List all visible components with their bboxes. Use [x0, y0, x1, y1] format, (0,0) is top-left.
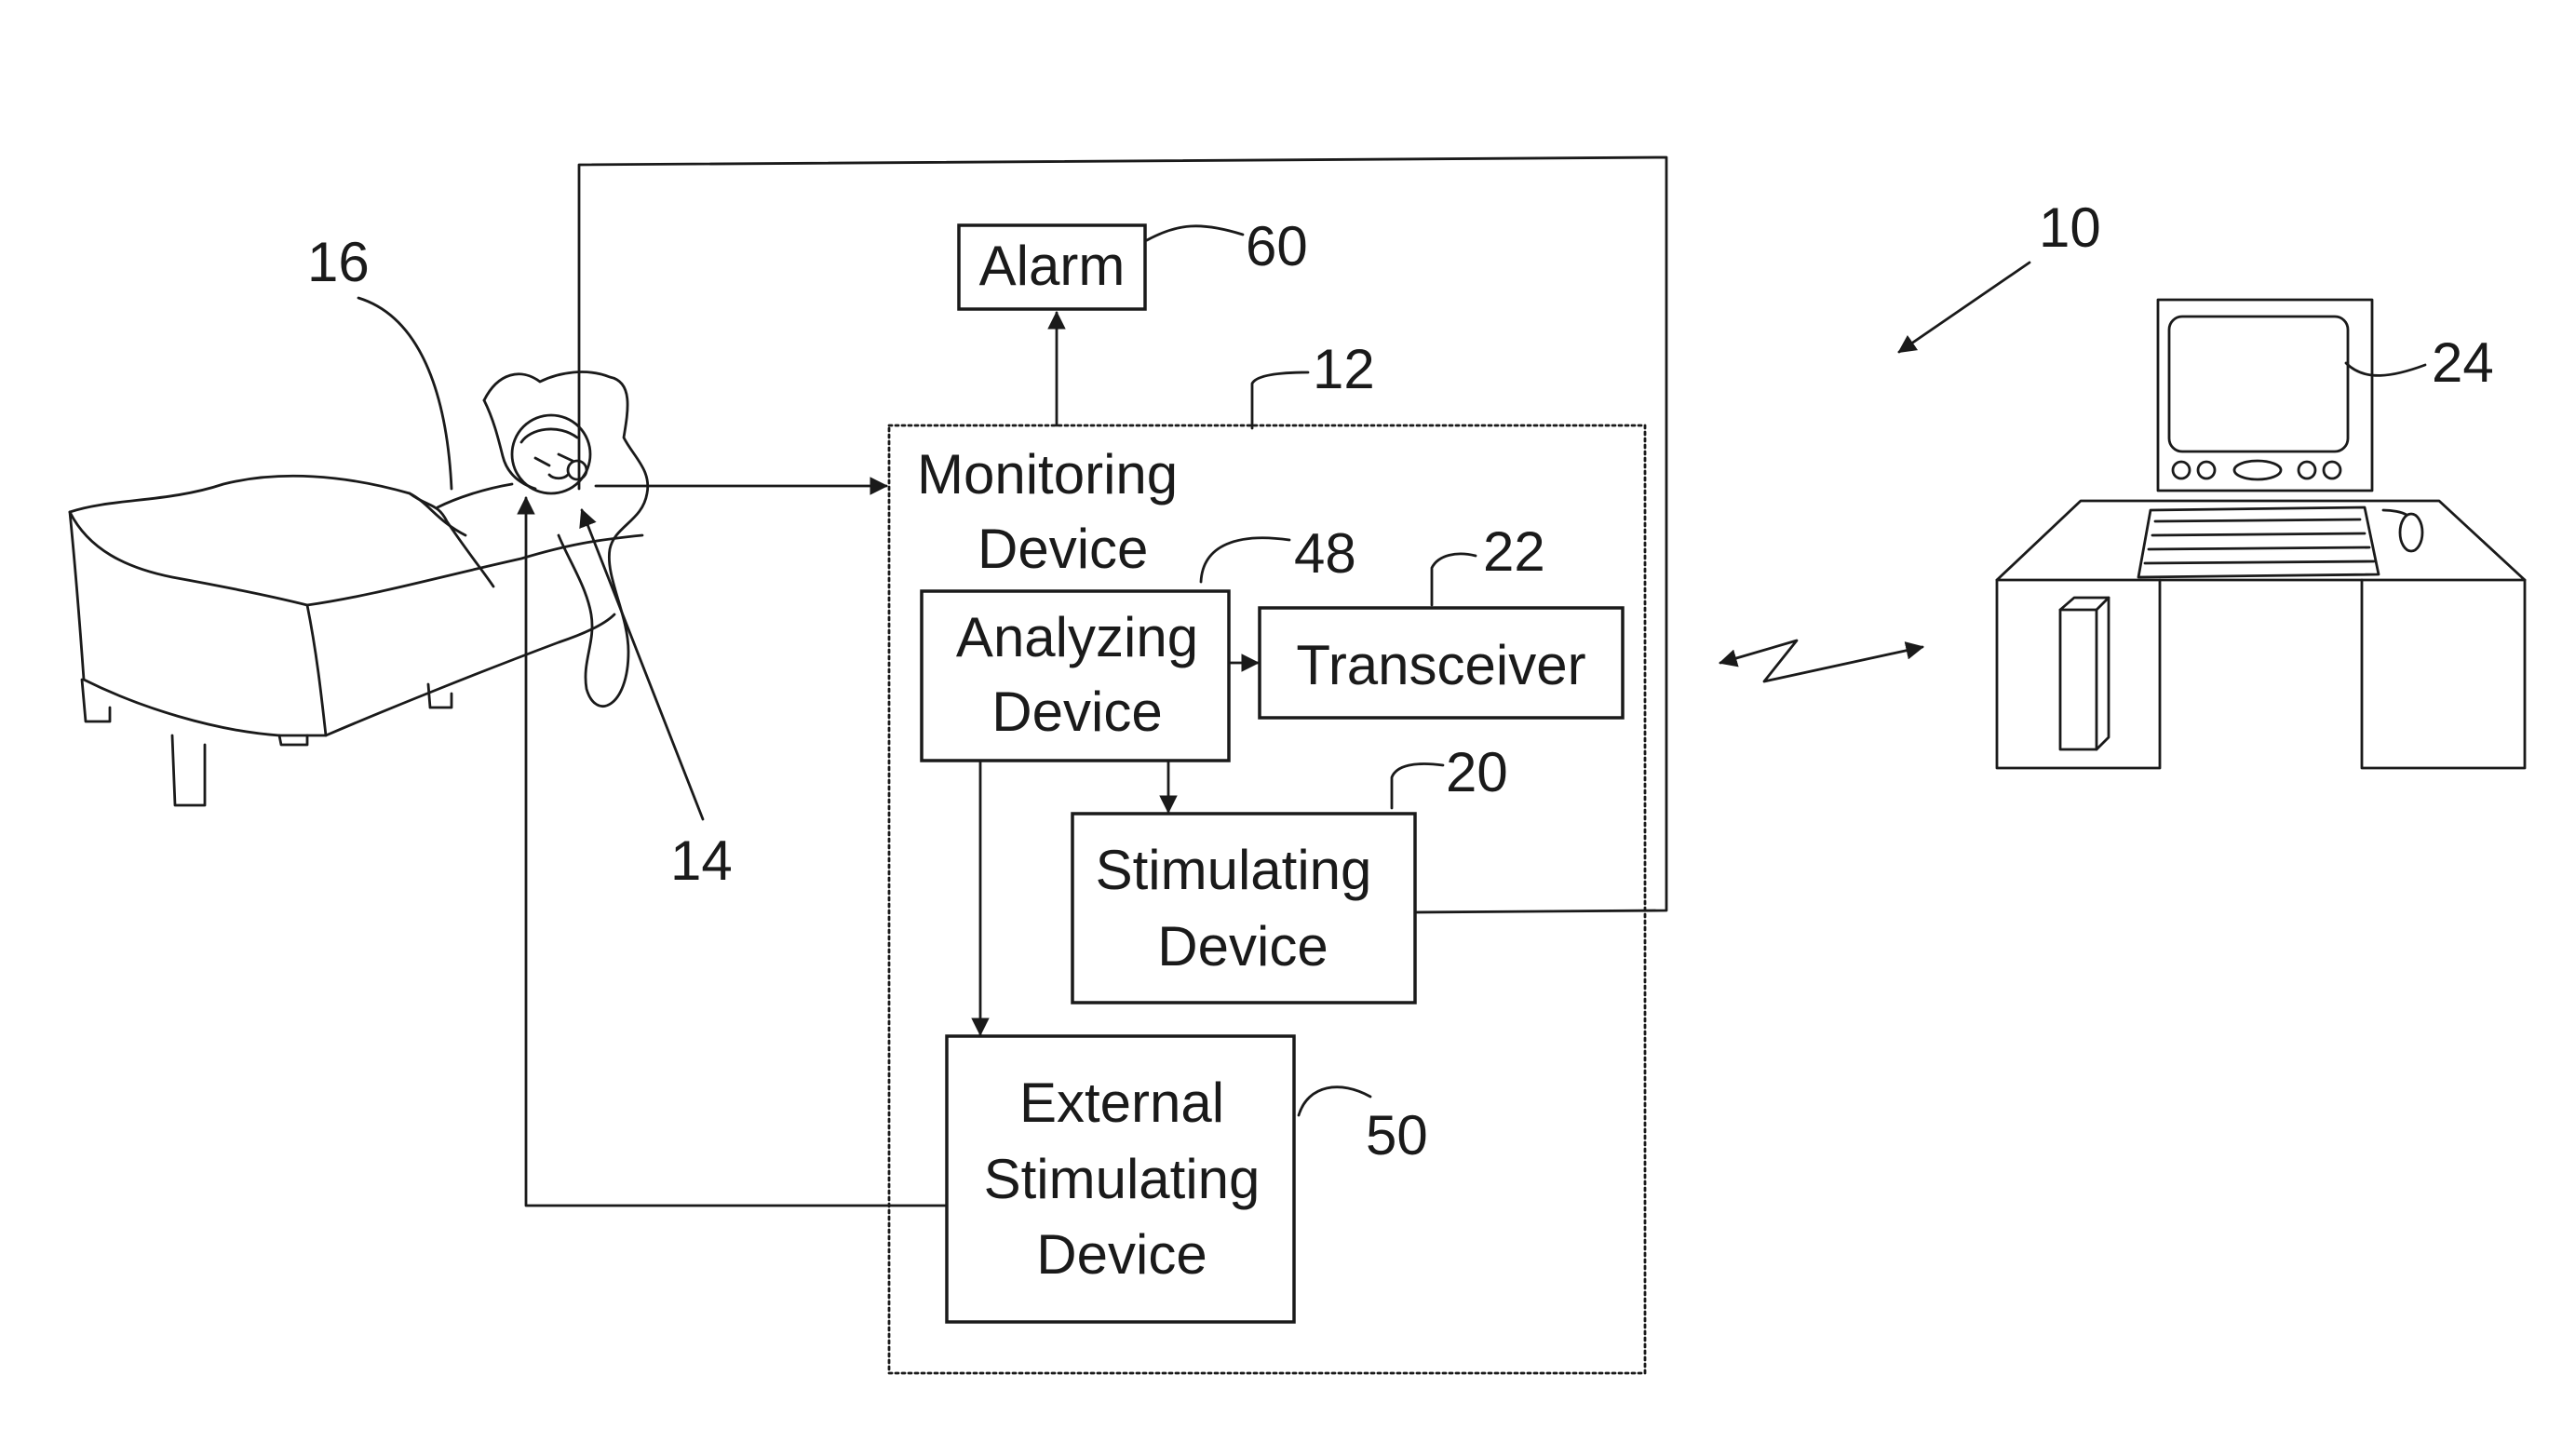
stimulating-label-line1: Stimulating	[1096, 839, 1372, 901]
monitoring-label-line2: Device	[978, 518, 1148, 580]
ref-16: 16	[307, 231, 370, 293]
analyzing-leader-line	[1201, 538, 1289, 582]
transceiver-label: Transceiver	[1296, 634, 1585, 696]
monitoring-label-line1: Monitoring	[917, 443, 1178, 506]
ref-20: 20	[1446, 741, 1508, 803]
sensor-ref-arrow	[582, 510, 703, 819]
analyzing-label-line1: Analyzing	[956, 606, 1198, 668]
ref-10: 10	[2039, 196, 2101, 259]
patient-bed-illustration	[70, 372, 648, 805]
ref-50: 50	[1366, 1104, 1428, 1166]
alarm-leader-line	[1147, 226, 1243, 240]
ref-14: 14	[670, 829, 733, 892]
monitoring-leader-line	[1252, 372, 1308, 428]
external-leader-line	[1299, 1087, 1370, 1115]
ref-12: 12	[1313, 338, 1375, 400]
transceiver-leader-line	[1432, 554, 1476, 605]
stimulating-leader-line	[1392, 764, 1443, 808]
external-label-line2: Stimulating	[984, 1148, 1261, 1210]
external-label-line3: Device	[1036, 1223, 1207, 1286]
stimulating-label-line2: Device	[1157, 915, 1328, 977]
wireless-link-symbol	[1720, 640, 1922, 681]
ref-22: 22	[1483, 520, 1545, 583]
ref-24: 24	[2432, 331, 2494, 394]
computer-leader-line	[2346, 363, 2425, 375]
ref-60: 60	[1246, 215, 1308, 277]
analyzing-label-line2: Device	[991, 681, 1162, 743]
alarm-label: Alarm	[979, 235, 1126, 297]
external-label-line1: External	[1019, 1072, 1224, 1134]
system-ref-arrow	[1899, 263, 2029, 352]
ref-48: 48	[1294, 522, 1356, 585]
patient-leader-line	[358, 298, 452, 489]
